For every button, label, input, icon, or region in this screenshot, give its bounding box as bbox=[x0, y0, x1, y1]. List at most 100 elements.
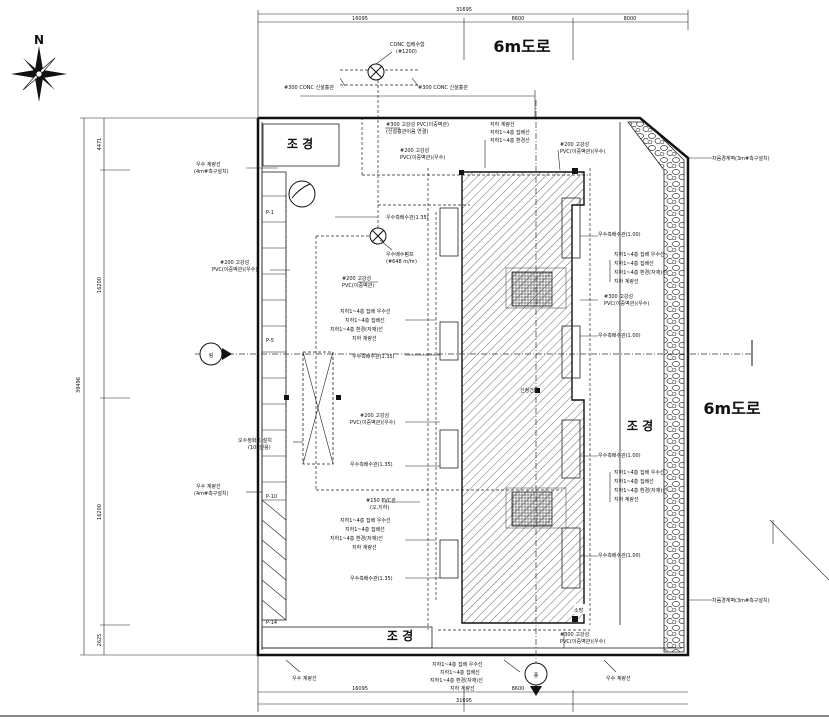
svg-text:#300 CONC 신설흉관: #300 CONC 신설흉관 bbox=[418, 84, 468, 91]
dim-left-2: 16200 bbox=[97, 277, 103, 293]
svg-text:지하1~4층 집배 우수선: 지하1~4층 집배 우수선 bbox=[614, 469, 665, 476]
stair-label: 소방 bbox=[574, 607, 584, 614]
svg-text:우수 계량선: 우수 계량선 bbox=[196, 483, 221, 490]
svg-text:지하1~4층 환경선: 지하1~4층 환경선 bbox=[490, 137, 530, 144]
manhole-icons bbox=[288, 63, 387, 245]
office-label: 신청건물 bbox=[520, 387, 539, 394]
svg-text:지하1~4층 집배선: 지하1~4층 집배선 bbox=[345, 317, 385, 324]
svg-text:우수 계량선: 우수 계량선 bbox=[606, 675, 631, 682]
svg-text:우수측배수관(1.35): 우수측배수관(1.35) bbox=[352, 353, 395, 360]
svg-text:(4m#측구설치): (4m#측구설치) bbox=[194, 168, 229, 175]
svg-text:오수정화조 설치: 오수정화조 설치 bbox=[238, 437, 272, 444]
svg-text:우수측배수관(1.35): 우수측배수관(1.35) bbox=[386, 214, 429, 221]
svg-text:PVC(이중벽관)(우수): PVC(이중벽관)(우수) bbox=[560, 148, 605, 155]
left-dimensions: 39496 4471 16200 16200 2625 bbox=[76, 117, 258, 656]
road-top-label: 6m도로 bbox=[493, 37, 551, 56]
svg-text:우수측배수관(1.00): 우수측배수관(1.00) bbox=[598, 231, 641, 238]
main-building: 신청건물 소방 bbox=[459, 168, 588, 624]
svg-text:지하1~4층 환경(자재)선: 지하1~4층 환경(자재)선 bbox=[430, 677, 483, 684]
annotations: CONC 집배수함 (#1200) #300 CONC 신설흉관 #300 CO… bbox=[194, 41, 770, 692]
svg-text:우수측배수관(1.35): 우수측배수관(1.35) bbox=[350, 575, 393, 582]
road-right-label: 6m도로 bbox=[703, 399, 761, 418]
dim-left-total: 39496 bbox=[76, 377, 82, 393]
building-columns bbox=[439, 197, 581, 589]
svg-text:#200 고강성: #200 고강성 bbox=[342, 275, 371, 282]
svg-text:지하 계량선: 지하 계량선 bbox=[490, 121, 515, 128]
parking-p5: P-5 bbox=[266, 338, 274, 344]
svg-text:(#648 m/hr): (#648 m/hr) bbox=[386, 259, 417, 265]
landscape-top-left: 조 경 bbox=[262, 123, 340, 167]
svg-text:지하1~4층 집배 우수선: 지하1~4층 집배 우수선 bbox=[340, 308, 391, 315]
svg-text:지하1~4층 집배 우수선: 지하1~4층 집배 우수선 bbox=[432, 661, 483, 668]
dim-top-2: 8600 bbox=[512, 16, 525, 22]
svg-text:지하1~4층 집배선: 지하1~4층 집배선 bbox=[614, 260, 654, 267]
svg-text:지하1~4층 환경(자재)선: 지하1~4층 환경(자재)선 bbox=[330, 326, 383, 333]
svg-text:PVC(이중벽관)(우수): PVC(이중벽관)(우수) bbox=[560, 638, 605, 645]
dim-left-1: 4471 bbox=[97, 138, 103, 151]
svg-text:지하1~4층 집배 우수선: 지하1~4층 집배 우수선 bbox=[340, 517, 391, 524]
svg-text:(오,지하): (오,지하) bbox=[370, 504, 389, 511]
dim-top-total: 31695 bbox=[456, 7, 472, 13]
landscape-bottom: 조 경 bbox=[387, 629, 413, 643]
dim-bottom-total: 31695 bbox=[456, 698, 472, 704]
svg-text:조 경: 조 경 bbox=[287, 137, 313, 151]
section-mark-bottom: 종 bbox=[524, 100, 548, 696]
svg-text:#300 CONC 신설흉관: #300 CONC 신설흉관 bbox=[284, 84, 334, 91]
svg-text:링: 링 bbox=[209, 352, 214, 359]
svg-text:PVC(이중벽관)(우수): PVC(이중벽관)(우수) bbox=[400, 154, 445, 161]
dim-top-1: 16095 bbox=[352, 16, 368, 22]
svg-text:#300 고강성: #300 고강성 bbox=[604, 293, 633, 300]
svg-text:PVC(이중벽관)(우수): PVC(이중벽관)(우수) bbox=[350, 419, 395, 426]
svg-text:(4m#측구설치): (4m#측구설치) bbox=[194, 490, 229, 497]
north-label: N bbox=[34, 33, 44, 47]
svg-text:#150 PVC관: #150 PVC관 bbox=[366, 497, 396, 504]
svg-text:우수측배수관(1.00): 우수측배수관(1.00) bbox=[598, 552, 641, 559]
leader-lines bbox=[246, 51, 712, 673]
svg-text:지하1~4층 환경(자재)선: 지하1~4층 환경(자재)선 bbox=[614, 487, 667, 494]
svg-text:PVC(이중벽관): PVC(이중벽관) bbox=[342, 282, 374, 289]
north-arrow-icon bbox=[11, 46, 67, 102]
section-mark-left: 링 bbox=[195, 340, 753, 366]
bottom-dimensions: 16095 8600 31695 bbox=[0, 655, 829, 717]
svg-text:지하 계량선: 지하 계량선 bbox=[450, 685, 475, 692]
svg-text:(#1200): (#1200) bbox=[396, 49, 417, 55]
svg-text:우수 계량선: 우수 계량선 bbox=[196, 161, 221, 168]
svg-text:#300 고강성: #300 고강성 bbox=[560, 631, 589, 638]
svg-text:지하 계량선: 지하 계량선 bbox=[352, 544, 377, 551]
dim-bottom-2: 8600 bbox=[512, 686, 525, 692]
svg-text:#200 고강성: #200 고강성 bbox=[400, 147, 429, 154]
svg-text:#200 고강성: #200 고강성 bbox=[220, 259, 249, 266]
svg-text:우수 계량선: 우수 계량선 bbox=[292, 675, 317, 682]
svg-text:PVC(이중벽관)(우수): PVC(이중벽관)(우수) bbox=[604, 300, 649, 307]
svg-text:(100인용): (100인용) bbox=[248, 444, 271, 451]
dim-bottom-1: 16095 bbox=[352, 686, 368, 692]
svg-text:지하1~4층 집배 우수선: 지하1~4층 집배 우수선 bbox=[614, 251, 665, 258]
parking-p10: P-10 bbox=[266, 494, 277, 500]
svg-text:우수측배수관(1.00): 우수측배수관(1.00) bbox=[598, 332, 641, 339]
pipe-network bbox=[285, 65, 591, 631]
svg-text:지하 계량선: 지하 계량선 bbox=[614, 496, 639, 503]
svg-text:지하1~4층 환경(자재)선: 지하1~4층 환경(자재)선 bbox=[330, 535, 383, 542]
svg-text:지하 계량선: 지하 계량선 bbox=[352, 335, 377, 342]
dim-left-4: 2625 bbox=[97, 634, 103, 647]
svg-text:지하 계량선: 지하 계량선 bbox=[614, 278, 639, 285]
svg-text:차음경계벽(3m#측구설치): 차음경계벽(3m#측구설치) bbox=[712, 155, 770, 162]
dim-left-3: 16200 bbox=[97, 504, 103, 520]
svg-text:(신설흉관이음 연결): (신설흉관이음 연결) bbox=[386, 128, 428, 135]
stone-fence bbox=[619, 121, 685, 653]
svg-text:#300 고강성 PVC(이중벽관): #300 고강성 PVC(이중벽관) bbox=[386, 121, 449, 128]
landscape-right: 조 경 bbox=[627, 419, 653, 433]
svg-text:#200 고강성: #200 고강성 bbox=[560, 141, 589, 148]
svg-text:차음경계벽(3m#측구설치): 차음경계벽(3m#측구설치) bbox=[712, 597, 770, 604]
svg-text:지하1~4층 집배선: 지하1~4층 집배선 bbox=[345, 526, 385, 533]
svg-text:지하1~4층 집배선: 지하1~4층 집배선 bbox=[490, 129, 530, 136]
svg-text:지하1~4층 집배선: 지하1~4층 집배선 bbox=[614, 478, 654, 485]
svg-text:우수측배수관(1.00): 우수측배수관(1.00) bbox=[598, 452, 641, 459]
parking-p1: P-1 bbox=[266, 210, 274, 216]
dim-top-3: 8000 bbox=[624, 16, 637, 22]
svg-text:지하1~4층 집배선: 지하1~4층 집배선 bbox=[440, 669, 480, 676]
svg-text:우수배수펌프: 우수배수펌프 bbox=[386, 251, 414, 258]
parking-p14: P-14 bbox=[266, 620, 277, 626]
svg-text:지하1~4층 환경(자재)선: 지하1~4층 환경(자재)선 bbox=[614, 269, 667, 276]
